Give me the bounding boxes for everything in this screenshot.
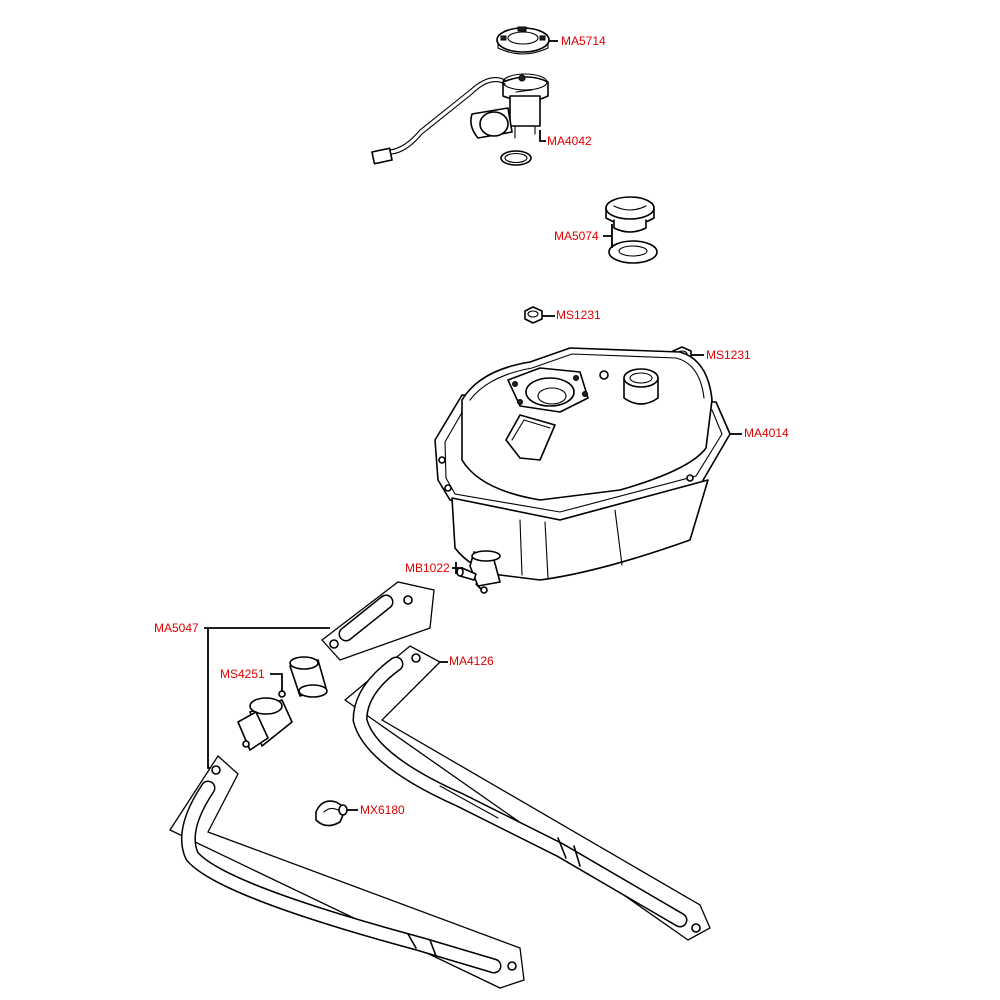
callout-ma4042: MA4042 [547, 134, 592, 148]
callout-ms1231-b: MS1231 [706, 348, 751, 362]
overflow-hose-part [343, 645, 711, 941]
callout-ma5714: MA5714 [561, 34, 606, 48]
short-fuel-hose-part [321, 581, 435, 661]
callout-ma4126: MA4126 [449, 654, 494, 668]
fuel-filter-part [237, 656, 328, 751]
hose-clip-part [315, 800, 348, 827]
leader-mb1022 [452, 562, 463, 574]
fuel-pump-part [371, 73, 549, 166]
lock-ring-part [496, 26, 550, 55]
callout-ms1231-a: MS1231 [556, 308, 601, 322]
long-fuel-hose-part [169, 755, 525, 989]
leader-ma4042 [539, 130, 546, 142]
leader-ms4251 [270, 673, 283, 692]
fuel-valve-part [456, 550, 501, 594]
callout-ma4014: MA4014 [744, 426, 789, 440]
callout-ma5047: MA5047 [154, 621, 199, 635]
callout-mx6180: MX6180 [360, 803, 405, 817]
callout-ms4251: MS4251 [220, 667, 265, 681]
callout-ma5074: MA5074 [554, 229, 599, 243]
nut-part-a [524, 306, 543, 324]
leader-ma5074 [603, 224, 613, 248]
fuel-cap-part [605, 196, 658, 264]
callout-mb1022: MB1022 [405, 561, 450, 575]
fuel-tank-part [434, 347, 731, 581]
